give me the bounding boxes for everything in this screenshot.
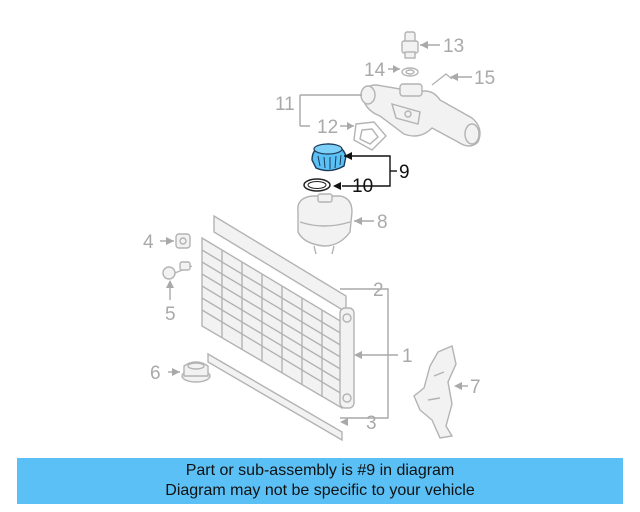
callout-10: 10 <box>352 176 373 197</box>
callout-8: 8 <box>377 212 388 233</box>
callout-7: 7 <box>470 377 481 398</box>
callout-12: 12 <box>317 117 338 138</box>
part-12-gasket <box>353 121 387 151</box>
part-9-reservoir-cap[interactable] <box>311 143 347 172</box>
callout-13: 13 <box>443 36 464 57</box>
banner-line-part: Part or sub-assembly is #9 in diagram <box>185 462 455 479</box>
banner-line-disclaimer: Diagram may not be specific to your vehi… <box>165 482 475 499</box>
callout-3: 3 <box>366 413 377 434</box>
callout-4: 4 <box>143 232 154 253</box>
part-11-coolant-flange <box>360 83 481 147</box>
exploded-parts-diagram: 13 14 15 11 12 9 10 <box>143 31 495 442</box>
part-1-radiator <box>201 214 355 442</box>
callout-6: 6 <box>150 363 161 384</box>
callout-5: 5 <box>165 304 176 325</box>
callout-9: 9 <box>399 162 410 183</box>
callout-15: 15 <box>474 68 495 89</box>
part-4-bracket <box>175 233 191 249</box>
part-5-bolt <box>162 261 193 280</box>
callout-11: 11 <box>275 94 295 115</box>
part-10-o-ring <box>303 178 331 192</box>
callout-1: 1 <box>402 346 413 367</box>
info-banner: Part or sub-assembly is #9 in diagram Di… <box>17 458 623 504</box>
part-15-clip <box>431 73 453 86</box>
part-7-side-bracket <box>413 345 457 439</box>
part-14-o-ring <box>401 67 419 77</box>
part-13-sensor <box>401 31 419 59</box>
part-6-rubber-mount <box>181 361 211 383</box>
callout-14: 14 <box>364 60 386 81</box>
part-8-expansion-tank <box>297 193 353 255</box>
callout-2: 2 <box>373 280 384 301</box>
